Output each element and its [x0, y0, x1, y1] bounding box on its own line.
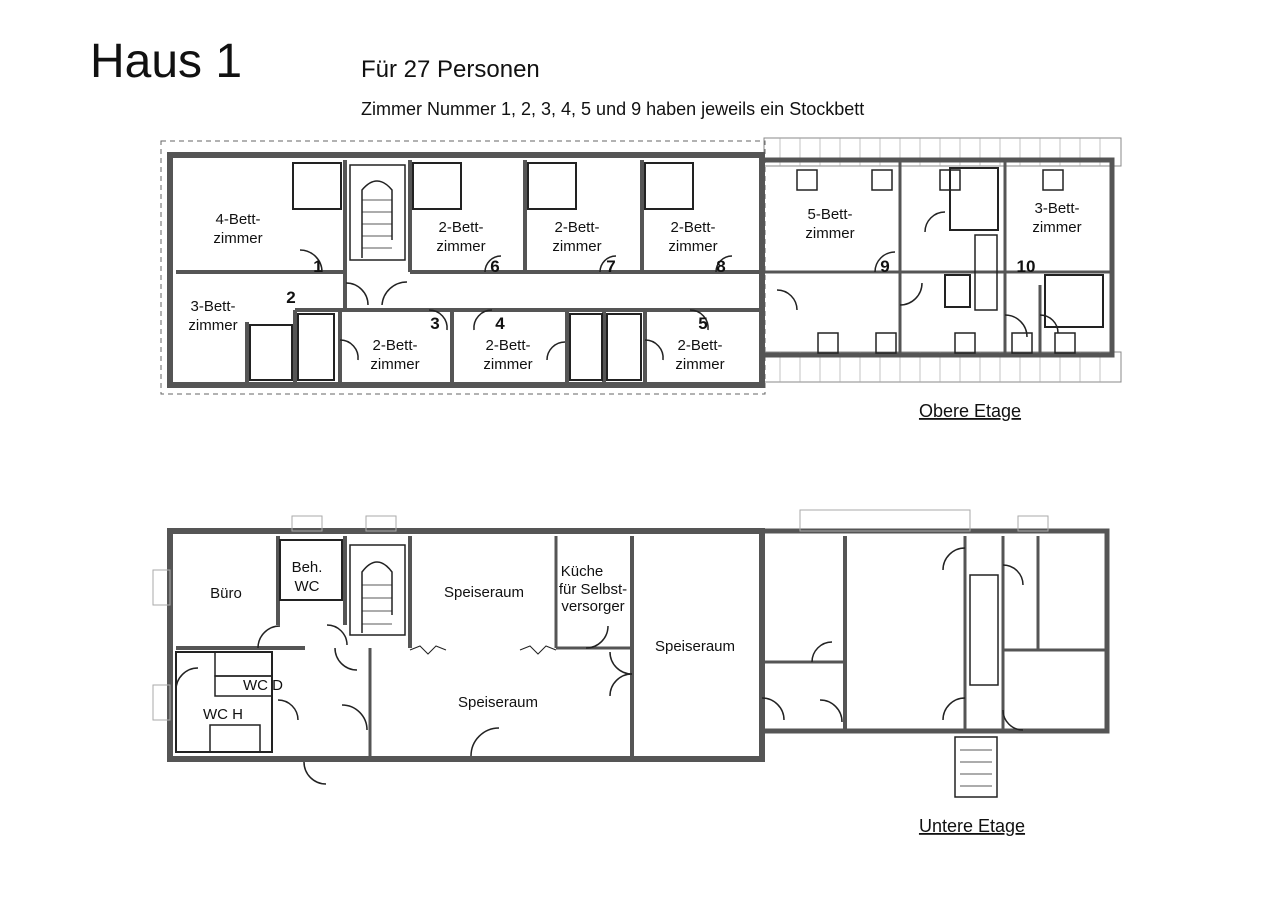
- room-number-9: 9: [880, 257, 889, 276]
- upper-floor-labels: 4-Bett- zimmer 3-Bett- zimmer 2-Bett- zi…: [188, 200, 1081, 421]
- lower-floor-plan: [152, 509, 1110, 798]
- room-2bett-8-line2: zimmer: [668, 238, 717, 255]
- room-number-5: 5: [698, 314, 707, 333]
- room-2bett-6-line2: zimmer: [436, 238, 485, 255]
- room-2bett-5-line2: zimmer: [675, 356, 724, 373]
- room-beh-wc: Beh.: [292, 559, 323, 576]
- upper-floor-plan: [160, 137, 1122, 395]
- room-speiseraum-main: Speiseraum: [458, 694, 538, 711]
- room-number-8: 8: [716, 257, 725, 276]
- room-2bett-5: 2-Bett-: [677, 337, 722, 354]
- room-number-2: 2: [286, 288, 295, 307]
- room-number-3: 3: [430, 314, 439, 333]
- lower-floor-caption: Untere Etage: [919, 816, 1025, 836]
- room-3bett-left-line2: zimmer: [188, 317, 237, 334]
- room-2bett-8: 2-Bett-: [670, 219, 715, 236]
- room-beh-wc-line2: WC: [295, 578, 320, 595]
- room-number-6: 6: [490, 257, 499, 276]
- room-buero: Büro: [210, 585, 242, 602]
- room-2bett-4: 2-Bett-: [485, 337, 530, 354]
- room-number-1: 1: [313, 257, 322, 276]
- lower-floor-labels: Büro Beh. WC WC D WC H Speiseraum Küche …: [203, 559, 1025, 836]
- room-kueche: Küche: [561, 563, 604, 580]
- room-speiseraum-top: Speiseraum: [444, 584, 524, 601]
- room-2bett-4-line2: zimmer: [483, 356, 532, 373]
- room-wc-h: WC H: [203, 706, 243, 723]
- room-speiseraum-right: Speiseraum: [655, 638, 735, 655]
- room-3bett-left: 3-Bett-: [190, 298, 235, 315]
- room-5bett-line2: zimmer: [805, 225, 854, 242]
- room-number-7: 7: [606, 257, 615, 276]
- room-kueche-line3: versorger: [561, 598, 624, 615]
- bunk-bed-note: Zimmer Nummer 1, 2, 3, 4, 5 und 9 haben …: [361, 99, 865, 119]
- room-4bett: 4-Bett-: [215, 211, 260, 228]
- room-4bett-line2: zimmer: [213, 230, 262, 247]
- page-subtitle: Für 27 Personen: [361, 56, 540, 83]
- room-2bett-3: 2-Bett-: [372, 337, 417, 354]
- room-3bett-right-line2: zimmer: [1032, 219, 1081, 236]
- room-number-4: 4: [495, 314, 505, 333]
- room-3bett-right: 3-Bett-: [1034, 200, 1079, 217]
- room-number-10: 10: [1017, 257, 1036, 276]
- room-2bett-6: 2-Bett-: [438, 219, 483, 236]
- room-kueche-line2: für Selbst-: [559, 581, 627, 598]
- upper-floor-caption: Obere Etage: [919, 401, 1021, 421]
- room-2bett-7-line2: zimmer: [552, 238, 601, 255]
- room-2bett-7: 2-Bett-: [554, 219, 599, 236]
- room-5bett: 5-Bett-: [807, 206, 852, 223]
- page-title: Haus 1: [90, 35, 243, 88]
- room-wc-d: WC D: [243, 677, 283, 694]
- room-2bett-3-line2: zimmer: [370, 356, 419, 373]
